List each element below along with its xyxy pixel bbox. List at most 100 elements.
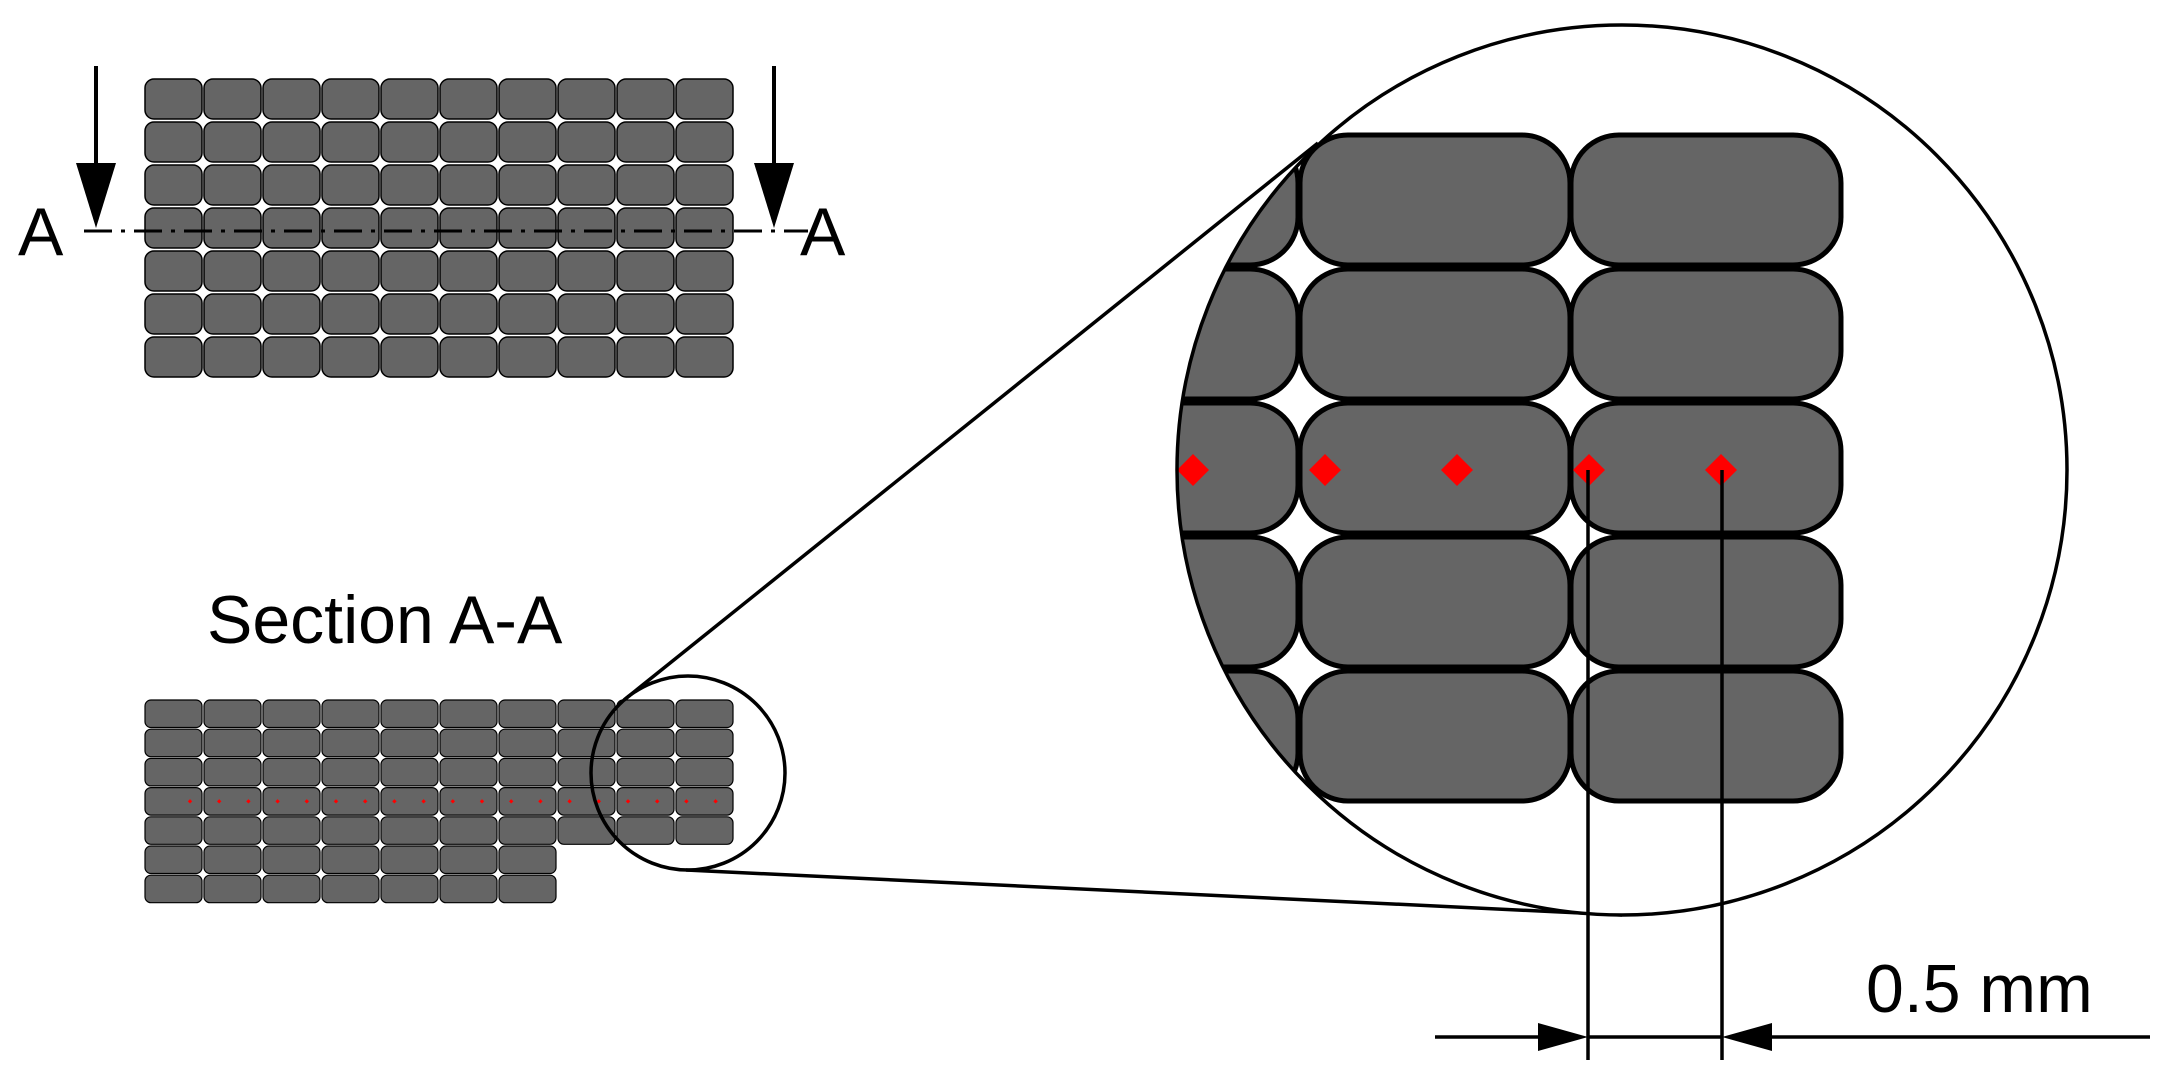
fiber-cell bbox=[203, 164, 262, 206]
fiber-cell bbox=[498, 250, 557, 292]
fiber-cell-magnified bbox=[1177, 266, 1301, 402]
point-marker bbox=[538, 799, 543, 804]
point-marker bbox=[509, 799, 514, 804]
fiber-cell bbox=[557, 728, 616, 758]
fiber-cell bbox=[498, 207, 557, 249]
point-marker bbox=[450, 799, 455, 804]
fiber-cell bbox=[380, 757, 439, 787]
fiber-cell bbox=[321, 816, 380, 845]
fiber-cell bbox=[439, 816, 498, 845]
fiber-cell-magnified bbox=[1568, 668, 1844, 804]
fiber-cell bbox=[616, 250, 675, 292]
fiber-cell bbox=[203, 336, 262, 378]
fiber-cell-magnified bbox=[1297, 400, 1573, 536]
fiber-cell bbox=[144, 757, 203, 787]
point-marker bbox=[333, 799, 339, 804]
fiber-cell bbox=[321, 757, 380, 787]
fiber-cell bbox=[675, 728, 734, 758]
fiber-cell bbox=[380, 164, 439, 206]
fiber-cell bbox=[616, 699, 675, 729]
point-marker bbox=[713, 799, 718, 804]
fiber-cell bbox=[144, 699, 203, 729]
fiber-cell bbox=[203, 78, 262, 120]
point-marker bbox=[187, 799, 193, 804]
fiber-cell bbox=[557, 121, 616, 163]
point-marker-magnified bbox=[1177, 454, 1209, 486]
fiber-cell bbox=[439, 78, 498, 120]
fiber-cell bbox=[439, 164, 498, 206]
detail-circle bbox=[1175, 23, 2069, 917]
fiber-cell bbox=[380, 816, 439, 845]
fiber-cell bbox=[616, 816, 675, 845]
fiber-cell-magnified bbox=[1568, 266, 1844, 402]
fiber-cell bbox=[203, 874, 262, 904]
fiber-cell bbox=[203, 121, 262, 163]
fiber-cell bbox=[262, 874, 321, 904]
fiber-cell bbox=[262, 336, 321, 378]
fiber-cell bbox=[380, 121, 439, 163]
point-marker bbox=[392, 799, 397, 804]
fiber-cell bbox=[675, 786, 734, 816]
fiber-cell-magnified bbox=[1568, 534, 1844, 670]
fiber-cell bbox=[380, 207, 439, 249]
point-marker bbox=[363, 799, 368, 804]
point-marker bbox=[304, 799, 309, 804]
dimension-label: 0.5 mm bbox=[1866, 951, 2093, 1027]
fiber-cell bbox=[262, 164, 321, 206]
fiber-cell bbox=[262, 786, 321, 816]
section-arrow-left bbox=[76, 66, 116, 228]
point-marker bbox=[246, 799, 251, 804]
fiber-cell bbox=[203, 757, 262, 787]
fiber-cell bbox=[675, 121, 734, 163]
section-view bbox=[144, 699, 734, 904]
fiber-cell bbox=[439, 250, 498, 292]
point-marker bbox=[479, 799, 485, 804]
section-label-right: A bbox=[800, 194, 846, 270]
point-marker bbox=[275, 799, 280, 804]
fiber-cell bbox=[262, 816, 321, 845]
fiber-cell-magnified bbox=[1568, 132, 1844, 268]
fiber-cell-magnified bbox=[1177, 132, 1301, 268]
section-markers bbox=[187, 799, 718, 804]
fiber-cell bbox=[675, 699, 734, 729]
fiber-cell bbox=[616, 207, 675, 249]
fiber-cell bbox=[203, 816, 262, 845]
point-marker bbox=[421, 799, 426, 804]
fiber-cell bbox=[498, 293, 557, 335]
fiber-cell bbox=[557, 293, 616, 335]
fiber-cell bbox=[144, 336, 203, 378]
point-marker bbox=[625, 799, 631, 804]
fiber-cell bbox=[675, 78, 734, 120]
fiber-cell bbox=[675, 164, 734, 206]
fiber-cell bbox=[321, 874, 380, 904]
fiber-cell bbox=[498, 728, 557, 758]
fiber-cell-magnified bbox=[1297, 132, 1573, 268]
fiber-cell bbox=[557, 207, 616, 249]
fiber-cell bbox=[203, 207, 262, 249]
fiber-cell bbox=[380, 786, 439, 816]
fiber-cell bbox=[439, 699, 498, 729]
fiber-cell bbox=[557, 336, 616, 378]
fiber-cell bbox=[498, 78, 557, 120]
fiber-cell bbox=[557, 816, 616, 845]
fiber-cell bbox=[498, 699, 557, 729]
fiber-cell bbox=[498, 757, 557, 787]
fiber-cell bbox=[321, 78, 380, 120]
fiber-cell bbox=[616, 164, 675, 206]
fiber-cell bbox=[557, 699, 616, 729]
fiber-cell bbox=[321, 207, 380, 249]
fiber-cell bbox=[380, 78, 439, 120]
fiber-cell bbox=[262, 845, 321, 875]
fiber-cell bbox=[557, 786, 616, 816]
fiber-cell bbox=[262, 699, 321, 729]
fiber-cell bbox=[439, 207, 498, 249]
fiber-cell bbox=[144, 121, 203, 163]
fiber-cell bbox=[203, 699, 262, 729]
fiber-cell bbox=[675, 757, 734, 787]
section-label-left: A bbox=[18, 194, 64, 270]
fiber-cell bbox=[498, 336, 557, 378]
fiber-cell bbox=[321, 699, 380, 729]
fiber-cell-magnified bbox=[1297, 668, 1573, 804]
section-arrow-right bbox=[754, 66, 794, 228]
